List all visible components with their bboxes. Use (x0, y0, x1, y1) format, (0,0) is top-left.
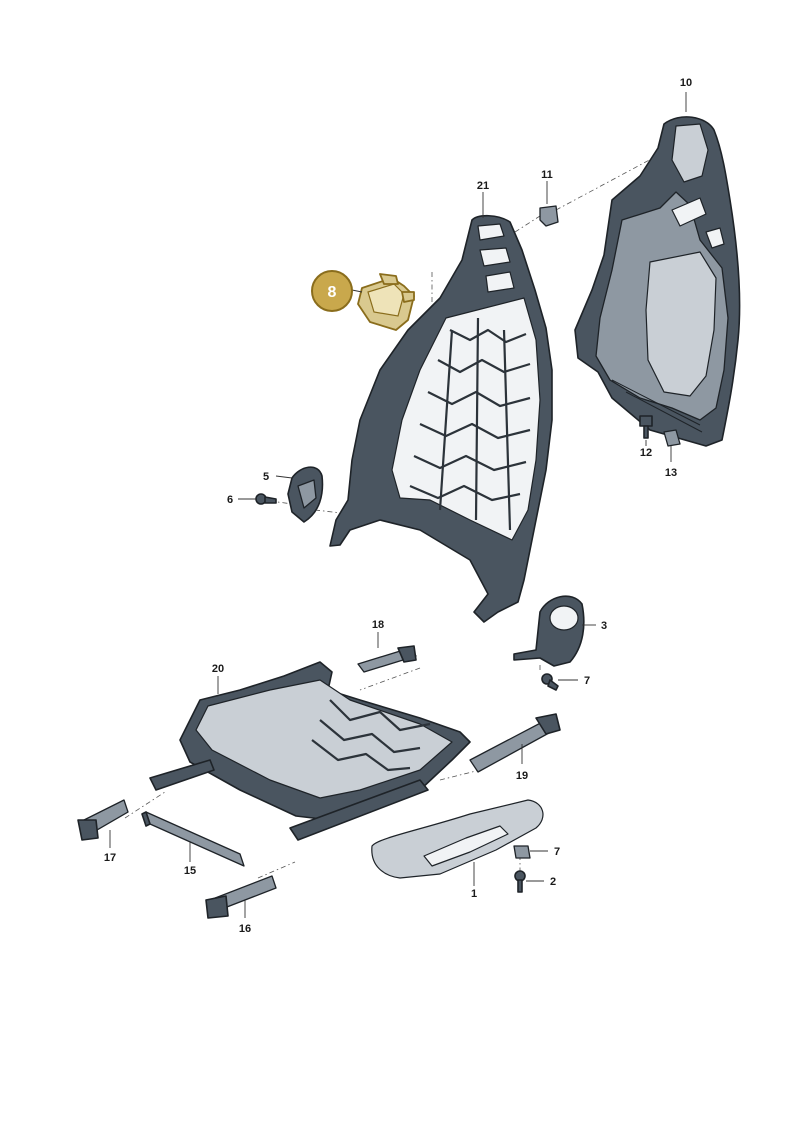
part-17-rail-end-cap (77, 799, 129, 841)
callout-17[interactable]: 17 (104, 852, 116, 864)
part-15-rail-trim (141, 811, 245, 867)
part-10-backrest-cover (574, 116, 741, 447)
part-16-rail-end-cap (205, 875, 277, 919)
callout-13[interactable]: 13 (665, 467, 677, 479)
part-7-screw-b (541, 673, 559, 691)
callout-21[interactable]: 21 (477, 180, 489, 192)
part-11-clip (539, 205, 559, 227)
callout-8-badge[interactable]: 8 (311, 270, 353, 312)
part-1-side-trim (371, 799, 544, 879)
part-8-bracket-highlighted (357, 273, 415, 331)
part-18-rail-cover (357, 645, 417, 673)
callout-1[interactable]: 1 (471, 888, 477, 900)
callout-6[interactable]: 5 (263, 471, 269, 483)
callout-2[interactable]: 2 (550, 876, 556, 888)
part-7-screw-a (255, 493, 277, 505)
callout-7-upper[interactable]: 6 (227, 494, 233, 506)
part-19-rail-cover (469, 713, 561, 773)
callout-12[interactable]: 12 (640, 447, 652, 459)
callout-8-label: 8 (328, 284, 337, 301)
leader-lines (109, 92, 687, 918)
callout-18[interactable]: 18 (372, 619, 384, 631)
callout-5[interactable]: 3 (601, 620, 607, 632)
part-2-screw (514, 870, 526, 893)
part-13-clip (663, 429, 681, 447)
part-12-screw (639, 415, 653, 439)
callout-19[interactable]: 19 (516, 770, 528, 782)
part-20-seat-frame (149, 661, 471, 841)
callout-11[interactable]: 11 (541, 169, 553, 181)
callout-16[interactable]: 16 (239, 923, 251, 935)
callout-10[interactable]: 10 (680, 77, 692, 89)
callout-8-circle (311, 270, 353, 312)
part-21-backrest-frame (329, 214, 553, 623)
callout-7-lower[interactable]: 7 (584, 675, 590, 687)
callout-3[interactable]: 7 (554, 846, 560, 858)
callout-labels: 10 11 21 5 6 12 13 3 7 18 20 19 17 15 16… (104, 77, 692, 935)
callout-15[interactable]: 15 (184, 865, 196, 877)
callout-20[interactable]: 20 (212, 663, 224, 675)
part-5-hinge-cover (513, 595, 585, 667)
part-6-side-cover (287, 466, 324, 523)
part-3-nut (513, 845, 531, 859)
